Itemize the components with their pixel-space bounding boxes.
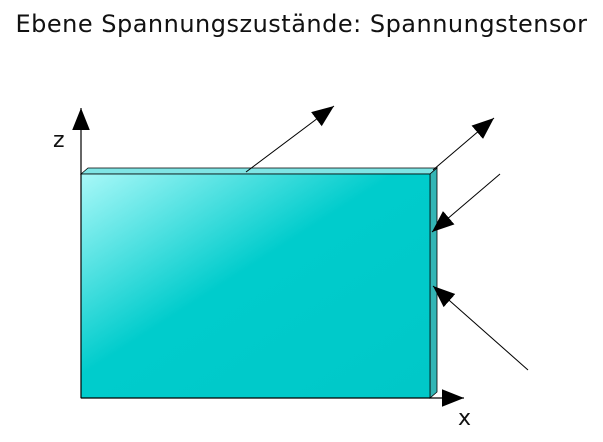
plate-front-face [80, 173, 431, 399]
stress-arrow-side-lower [432, 285, 529, 371]
z-axis-label: z [53, 128, 65, 153]
x-axis-label: x [458, 406, 471, 431]
plate-top-face [79, 167, 439, 175]
plate-side-face [429, 167, 438, 399]
stress-arrow-top [245, 105, 335, 173]
stress-arrow-corner [432, 117, 495, 171]
stress-arrow-side-upper [431, 173, 501, 233]
page-title: Ebene Spannungszustände: Spannungstensor [15, 10, 588, 38]
